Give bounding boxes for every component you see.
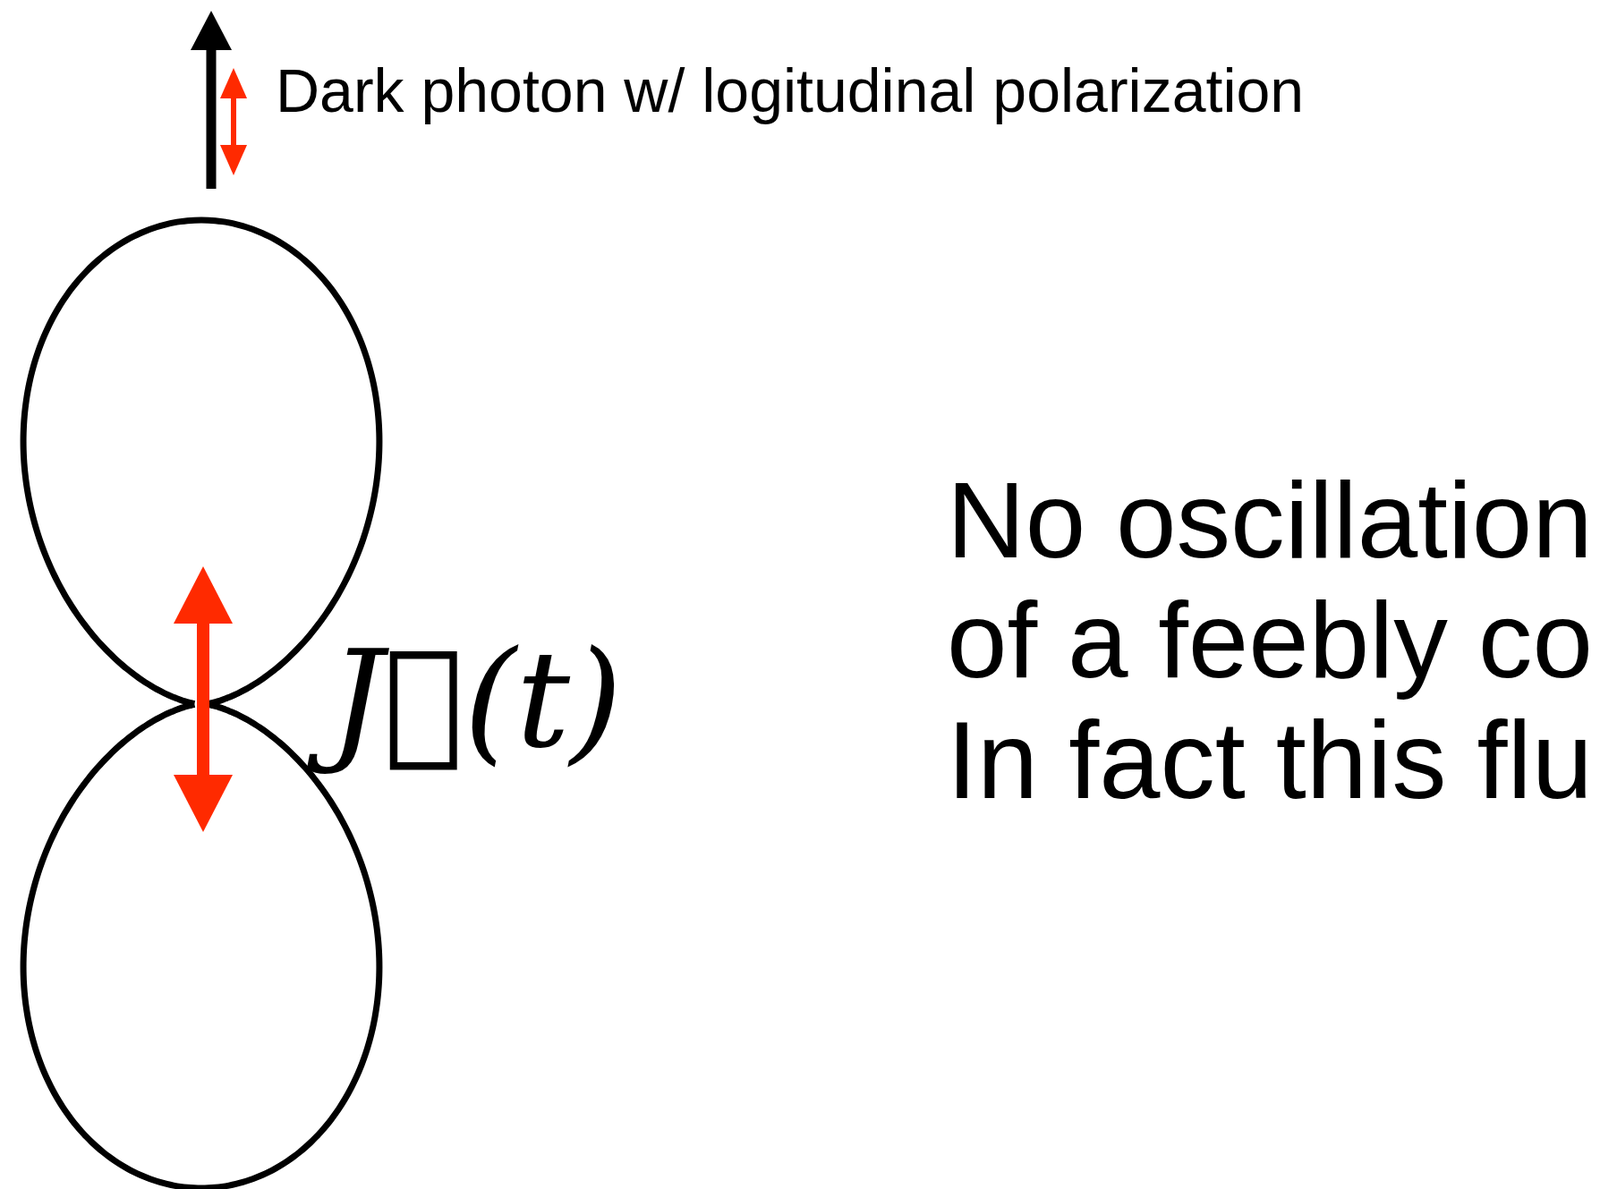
polarization-arrow-small <box>220 68 247 176</box>
body-text: No oscillation <box>946 466 1593 575</box>
current-arrow <box>173 566 233 833</box>
current-label: J⃗(t) <box>329 632 622 767</box>
body-text: In fact this flu <box>946 706 1593 817</box>
propagation-arrowhead <box>190 10 232 51</box>
body-text: of a feebly co <box>946 586 1593 695</box>
propagation-arrow <box>206 46 217 189</box>
radiation-pattern <box>23 220 380 1189</box>
title-label: Dark photon w/ logitudinal polarization <box>275 59 1304 121</box>
